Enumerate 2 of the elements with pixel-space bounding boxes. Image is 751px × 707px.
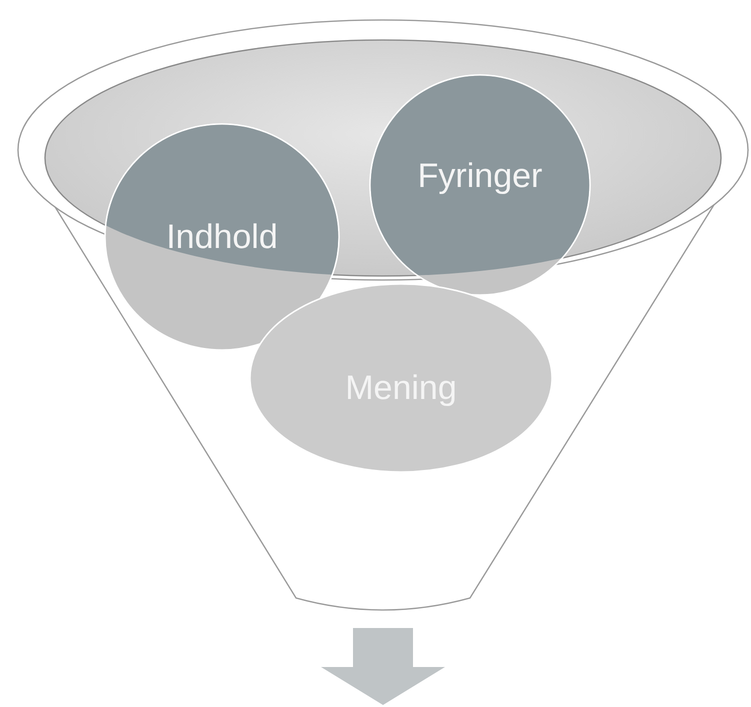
node-label: Indhold xyxy=(165,217,279,257)
node-label: Fyringer xyxy=(416,156,544,196)
